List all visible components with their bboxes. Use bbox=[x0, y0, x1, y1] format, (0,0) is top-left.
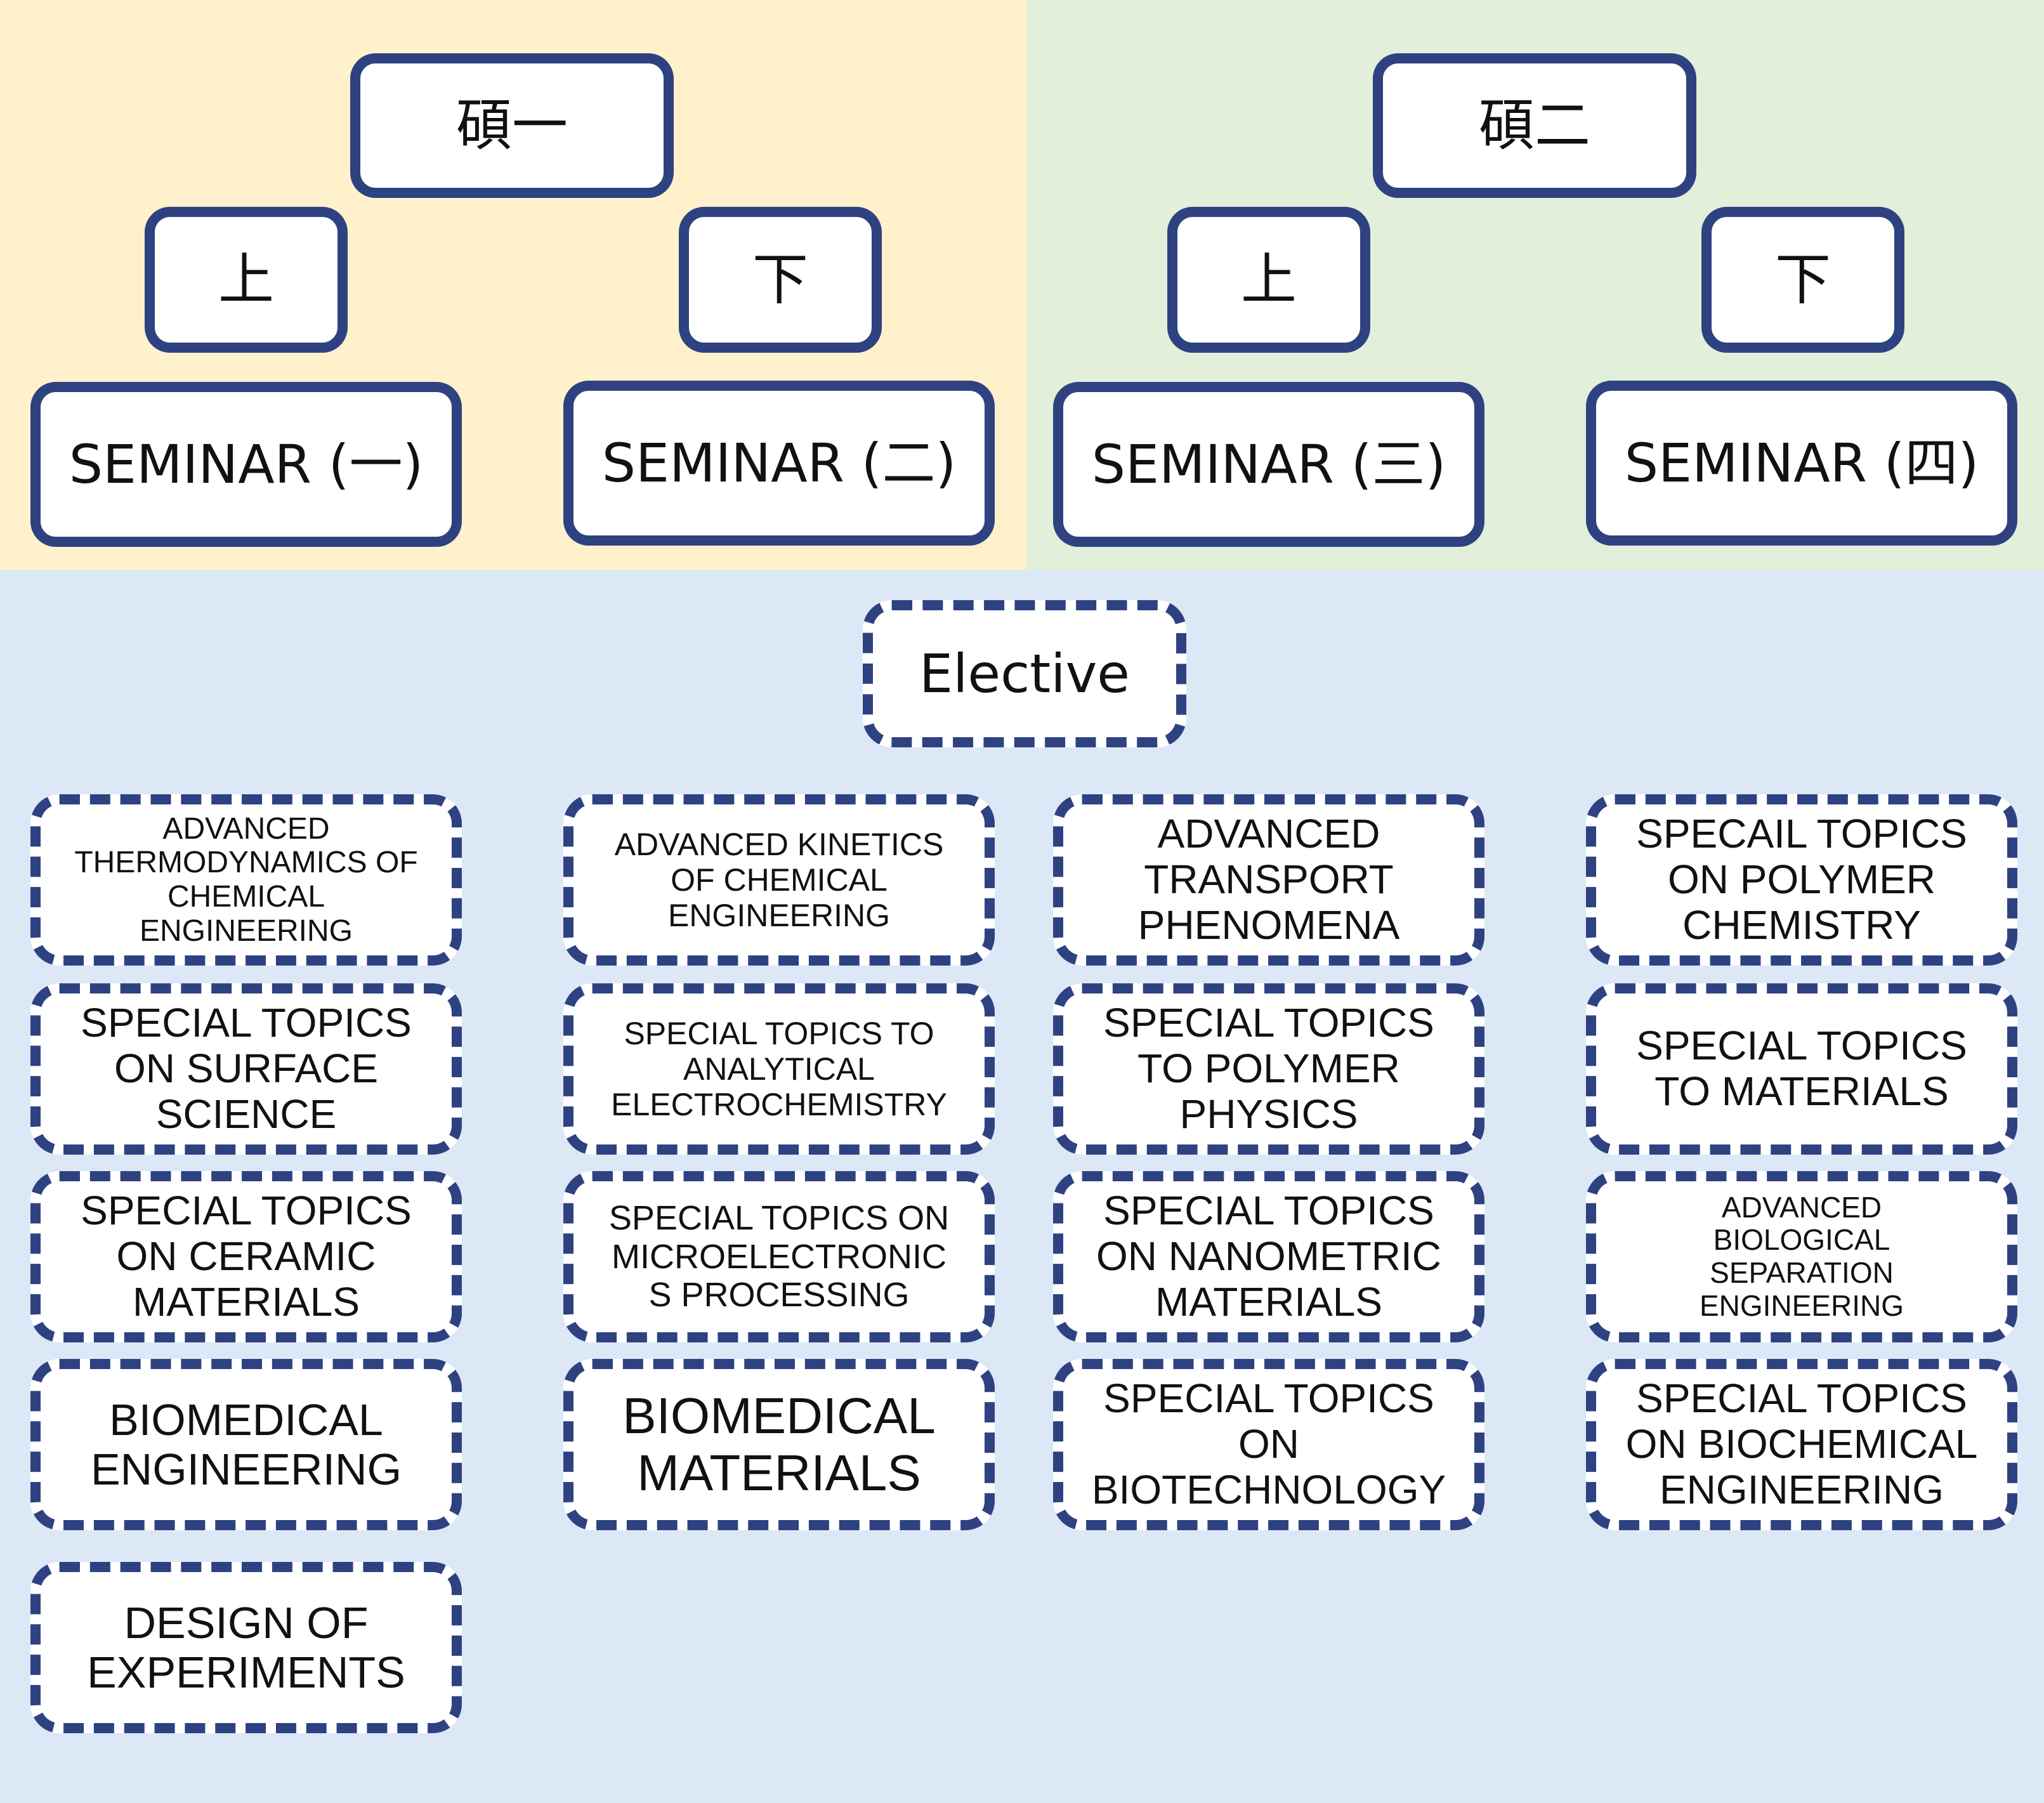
elective-course: SPECIAL TOPICS ON NANOMETRIC MATERIALS bbox=[1053, 1171, 1484, 1342]
course-name: SPECIAL TOPICS TO MATERIALS bbox=[1636, 1023, 1967, 1114]
elective-course: SPECIAL TOPICS TO ANALYTICAL ELECTROCHEM… bbox=[563, 983, 995, 1155]
year1-title: 碩一 bbox=[455, 92, 568, 158]
year2-first-semester-box: 上 bbox=[1167, 207, 1370, 353]
course-name: SPECIAL TOPICS ON NANOMETRIC MATERIALS bbox=[1096, 1188, 1441, 1325]
elective-course: BIOMEDICAL ENGINEERING bbox=[30, 1359, 462, 1530]
seminar-3-label: SEMINAR (三) bbox=[1091, 433, 1446, 495]
year1-first-semester-label: 上 bbox=[218, 246, 274, 312]
course-name: BIOMEDICAL ENGINEERING bbox=[90, 1394, 402, 1494]
elective-course: ADVANCED KINETICS OF CHEMICAL ENGINEERIN… bbox=[563, 794, 995, 966]
course-name: SPECAIL TOPICS ON POLYMER CHEMISTRY bbox=[1636, 811, 1967, 948]
course-name: ADVANCED KINETICS OF CHEMICAL ENGINEERIN… bbox=[614, 827, 944, 933]
course-name: ADVANCED TRANSPORT PHENOMENA bbox=[1137, 811, 1400, 948]
elective-course: ADVANCED BIOLOGICAL SEPARATION ENGINEERI… bbox=[1586, 1171, 2017, 1342]
course-name: ADVANCED BIOLOGICAL SEPARATION ENGINEERI… bbox=[1699, 1190, 1904, 1322]
seminar-3-box: SEMINAR (三) bbox=[1053, 382, 1484, 547]
seminar-2-box: SEMINAR (二) bbox=[563, 381, 995, 546]
seminar-2-label: SEMINAR (二) bbox=[601, 431, 957, 494]
course-name: SPECIAL TOPICS ON MICROELECTRONIC S PROC… bbox=[608, 1199, 950, 1315]
seminar-4-box: SEMINAR (四) bbox=[1586, 381, 2017, 546]
elective-course: SPECIAL TOPICS ON SURFACE SCIENCE bbox=[30, 983, 462, 1155]
course-name: ADVANCED THERMODYNAMICS OF CHEMICAL ENGI… bbox=[74, 811, 418, 948]
elective-title-box: Elective bbox=[863, 600, 1186, 747]
year2-second-semester-label: 下 bbox=[1774, 246, 1831, 312]
course-name: DESIGN OF EXPERIMENTS bbox=[87, 1597, 405, 1697]
course-name: BIOMEDICAL MATERIALS bbox=[622, 1387, 936, 1501]
year1-second-semester-label: 下 bbox=[752, 246, 808, 312]
seminar-4-label: SEMINAR (四) bbox=[1624, 431, 1979, 494]
elective-course: SPECIAL TOPICS ON CERAMIC MATERIALS bbox=[30, 1171, 462, 1342]
year1-second-semester-box: 下 bbox=[679, 207, 882, 353]
course-name: SPECIAL TOPICS TO POLYMER PHYSICS bbox=[1103, 1000, 1434, 1137]
elective-course: SPECIAL TOPICS TO POLYMER PHYSICS bbox=[1053, 983, 1484, 1155]
elective-course: SPECAIL TOPICS ON POLYMER CHEMISTRY bbox=[1586, 794, 2017, 966]
elective-course: SPECIAL TOPICS ON BIOCHEMICAL ENGINEERIN… bbox=[1586, 1359, 2017, 1530]
elective-course: SPECIAL TOPICS TO MATERIALS bbox=[1586, 983, 2017, 1155]
course-name: SPECIAL TOPICS ON BIOTECHNOLOGY bbox=[1091, 1375, 1446, 1512]
elective-course: SPECIAL TOPICS ON MICROELECTRONIC S PROC… bbox=[563, 1171, 995, 1342]
seminar-1-box: SEMINAR (一) bbox=[30, 382, 462, 547]
year1-first-semester-box: 上 bbox=[145, 207, 348, 353]
elective-course: ADVANCED THERMODYNAMICS OF CHEMICAL ENGI… bbox=[30, 794, 462, 966]
course-name: SPECIAL TOPICS ON BIOCHEMICAL ENGINEERIN… bbox=[1625, 1375, 1978, 1512]
course-name: SPECIAL TOPICS TO ANALYTICAL ELECTROCHEM… bbox=[611, 1016, 947, 1122]
year2-title: 碩二 bbox=[1478, 92, 1590, 158]
elective-course: ADVANCED TRANSPORT PHENOMENA bbox=[1053, 794, 1484, 966]
elective-title: Elective bbox=[919, 642, 1130, 705]
year2-title-box: 碩二 bbox=[1373, 53, 1696, 198]
year2-first-semester-label: 上 bbox=[1240, 246, 1297, 312]
year1-title-box: 碩一 bbox=[350, 53, 674, 198]
year2-second-semester-box: 下 bbox=[1701, 207, 1904, 353]
elective-course: SPECIAL TOPICS ON BIOTECHNOLOGY bbox=[1053, 1359, 1484, 1530]
elective-course: BIOMEDICAL MATERIALS bbox=[563, 1359, 995, 1530]
course-name: SPECIAL TOPICS ON SURFACE SCIENCE bbox=[81, 1000, 412, 1137]
seminar-1-label: SEMINAR (一) bbox=[69, 433, 424, 495]
elective-course: DESIGN OF EXPERIMENTS bbox=[30, 1562, 462, 1733]
course-name: SPECIAL TOPICS ON CERAMIC MATERIALS bbox=[81, 1188, 412, 1325]
